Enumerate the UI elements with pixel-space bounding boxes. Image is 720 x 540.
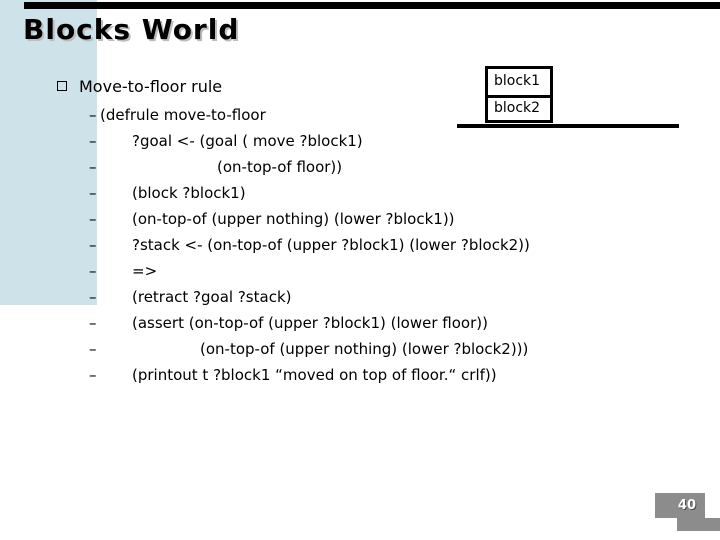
bullet-heading: Move-to-floor rule (79, 77, 223, 96)
dash-bullet: – (89, 158, 97, 176)
code-text: (on-top-of floor)) (217, 158, 343, 176)
code-text: (defrule move-to-floor (100, 106, 266, 124)
code-line: – (on-top-of (upper nothing) (lower ?blo… (0, 206, 720, 232)
code-text: (assert (on-top-of (upper ?block1) (lowe… (132, 314, 488, 332)
code-list: – (defrule move-to-floor – ?goal <- (goa… (0, 102, 720, 388)
code-line: – (on-top-of (upper nothing) (lower ?blo… (0, 336, 720, 362)
left-accent-band (0, 0, 97, 305)
code-line: – ?goal <- (goal ( move ?block1) (0, 128, 720, 154)
diagram-block2: block2 (485, 95, 553, 123)
top-accent-bar (24, 2, 720, 9)
dash-bullet: – (89, 288, 97, 306)
page-number-badge: 40 (655, 493, 705, 518)
dash-bullet: – (89, 236, 97, 254)
dash-bullet: – (89, 210, 97, 228)
code-line: – (on-top-of floor)) (0, 154, 720, 180)
dash-bullet: – (89, 340, 97, 358)
dash-bullet: – (89, 132, 97, 150)
code-text: (retract ?goal ?stack) (132, 288, 292, 306)
code-text: => (132, 262, 158, 280)
diagram-block1: block1 (485, 66, 553, 95)
code-line: – (block ?block1) (0, 180, 720, 206)
code-line: – ?stack <- (on-top-of (upper ?block1) (… (0, 232, 720, 258)
code-text: ?stack <- (on-top-of (upper ?block1) (lo… (132, 236, 530, 254)
diagram-floor-line (457, 124, 679, 128)
dash-bullet: – (89, 366, 97, 384)
code-line: – (retract ?goal ?stack) (0, 284, 720, 310)
dash-bullet: – (89, 314, 97, 332)
code-line: – => (0, 258, 720, 284)
page-number-strip (677, 518, 720, 531)
code-text: (printout t ?block1 “moved on top of flo… (132, 366, 497, 384)
code-line: – (printout t ?block1 “moved on top of f… (0, 362, 720, 388)
code-line: – (defrule move-to-floor (0, 102, 720, 128)
dash-bullet: – (89, 106, 97, 124)
code-text: (on-top-of (upper nothing) (lower ?block… (200, 340, 529, 358)
code-text: (on-top-of (upper nothing) (lower ?block… (132, 210, 455, 228)
square-bullet-icon (57, 81, 67, 91)
dash-bullet: – (89, 184, 97, 202)
slide-title: Blocks World (23, 13, 240, 46)
code-text: (block ?block1) (132, 184, 246, 202)
dash-bullet: – (89, 262, 97, 280)
code-text: ?goal <- (goal ( move ?block1) (132, 132, 363, 150)
code-line: – (assert (on-top-of (upper ?block1) (lo… (0, 310, 720, 336)
